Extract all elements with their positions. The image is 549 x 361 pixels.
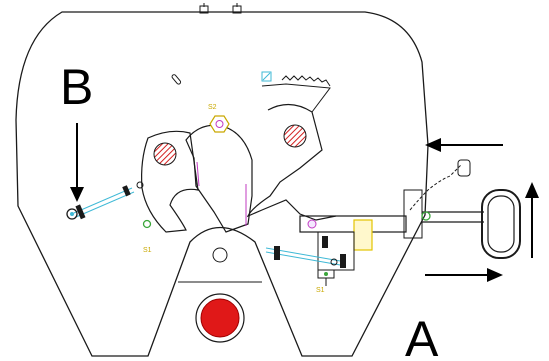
spring-label-s1-bottom: S1 bbox=[316, 287, 325, 294]
arrow-up-icon bbox=[525, 182, 539, 258]
left-spring bbox=[66, 181, 144, 220]
s2-hex-nut bbox=[209, 115, 230, 133]
pull-handle bbox=[403, 189, 521, 259]
right-pivot-pin bbox=[283, 124, 307, 148]
jaw-magenta-edge-2 bbox=[196, 161, 200, 187]
kingpin-core bbox=[200, 298, 240, 338]
coupling-plate-outline bbox=[15, 11, 429, 357]
central-hole bbox=[212, 247, 228, 263]
arrow-left-icon bbox=[425, 138, 503, 152]
gear-screw bbox=[261, 71, 272, 82]
right-gear-lever bbox=[246, 103, 337, 221]
lower-spring-assembly bbox=[265, 231, 355, 271]
locking-bar bbox=[299, 215, 407, 251]
left-lock-lever bbox=[141, 130, 199, 233]
arrow-down-icon bbox=[70, 123, 84, 202]
s2-nut-hole bbox=[215, 120, 224, 128]
slot bbox=[171, 74, 182, 85]
label-a: A bbox=[405, 311, 439, 361]
central-jaw bbox=[185, 124, 253, 233]
left-small-bolt bbox=[142, 219, 152, 229]
arrow-right-icon bbox=[425, 268, 503, 282]
safety-chain bbox=[409, 159, 471, 211]
label-b: B bbox=[60, 59, 93, 115]
gear-teeth-arc bbox=[281, 75, 331, 87]
left-pivot-pin bbox=[153, 142, 177, 166]
spring-label-s1-left: S1 bbox=[143, 247, 152, 254]
lower-hex-bolt bbox=[317, 269, 335, 286]
gear-arm bbox=[261, 83, 331, 113]
top-bolt-left bbox=[199, 3, 209, 14]
top-bolt-right bbox=[232, 3, 242, 14]
spring-label-s2: S2 bbox=[208, 104, 217, 111]
